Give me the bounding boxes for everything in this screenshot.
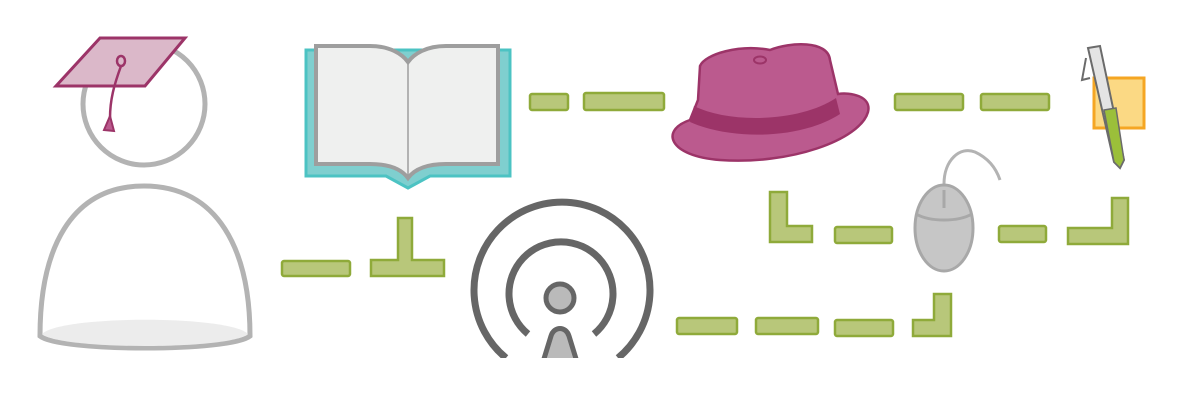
- connector-dash: [582, 91, 666, 112]
- connector-dash: [675, 316, 739, 336]
- connector-t-junction: [369, 216, 446, 278]
- open-book-icon: [304, 44, 512, 190]
- connector-hat-to-pen: [893, 92, 1051, 112]
- connector-dash: [979, 92, 1051, 112]
- connector-mouse-row: [768, 190, 1130, 246]
- connector-dash: [528, 92, 570, 112]
- connector-book-to-hat: [528, 91, 666, 112]
- connector-dash: [997, 224, 1048, 244]
- hat-icon: [671, 43, 870, 162]
- pen-and-note-icon: [1080, 44, 1146, 170]
- graduate-person-icon: [37, 36, 253, 351]
- connector-dash: [893, 92, 965, 112]
- connector-dash: [280, 259, 352, 278]
- connector-podcast-to-mouse: [675, 292, 953, 338]
- podcast-icon: [470, 198, 654, 358]
- connector-dash: [833, 225, 894, 245]
- connector-corner: [911, 292, 953, 338]
- connector-person-to-book: [280, 216, 446, 278]
- connector-dash: [754, 316, 820, 336]
- connector-dash: [833, 318, 895, 338]
- computer-mouse-icon: [913, 149, 1002, 273]
- connector-corner: [768, 190, 814, 244]
- connector-corner: [1066, 196, 1130, 246]
